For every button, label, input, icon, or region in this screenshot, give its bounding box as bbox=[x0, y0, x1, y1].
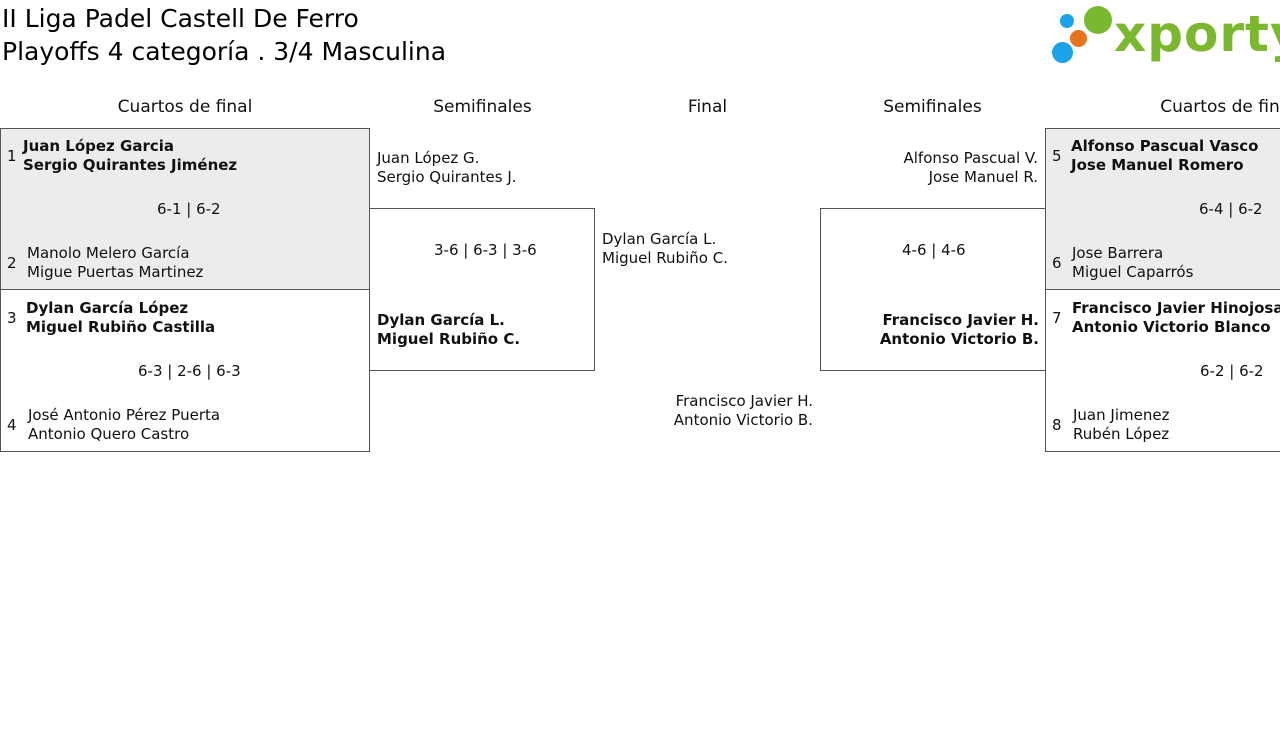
qf-match-1[interactable]: 1 Juan López Garcia Sergio Quirantes Jim… bbox=[0, 128, 370, 290]
match-score: 6-3 | 2-6 | 6-3 bbox=[138, 362, 241, 380]
player-name: Jose Barrera bbox=[1072, 244, 1164, 262]
final-team-2[interactable]: Francisco Javier H. Antonio Victorio B. bbox=[600, 392, 813, 430]
player-name: Sergio Quirantes J. bbox=[377, 168, 517, 186]
title-line-2: Playoffs 4 categoría . 3/4 Masculina bbox=[2, 37, 447, 66]
page-title: II Liga Padel Castell De Ferro Playoffs … bbox=[2, 2, 446, 68]
match-score: 6-2 | 6-2 bbox=[1200, 362, 1264, 380]
seed-number: 5 bbox=[1052, 147, 1062, 165]
sf-match-left[interactable]: 3-6 | 6-3 | 3-6 Dylan García L. Miguel R… bbox=[369, 208, 595, 371]
round-header-sf-left: Semifinales bbox=[433, 97, 532, 117]
team-winner[interactable]: Dylan García López Miguel Rubiño Castill… bbox=[26, 299, 215, 337]
player-name: Dylan García L. bbox=[377, 311, 505, 329]
xporty-logo[interactable]: xporty bbox=[1050, 4, 1280, 68]
player-name: Antonio Quero Castro bbox=[28, 425, 190, 443]
qf-match-4[interactable]: 7 Francisco Javier Hinojosas M Antonio V… bbox=[1045, 289, 1280, 452]
player-name: Antonio Victorio B. bbox=[879, 330, 1039, 348]
player-name: Dylan García López bbox=[26, 299, 189, 317]
player-name: Migue Puertas Martinez bbox=[27, 263, 204, 281]
sf-right-team-top[interactable]: Alfonso Pascual V. Jose Manuel R. bbox=[830, 149, 1038, 187]
match-score: 6-1 | 6-2 bbox=[157, 200, 221, 218]
player-name: Francisco Javier H. bbox=[882, 311, 1039, 329]
player-name: Francisco Javier Hinojosas M bbox=[1072, 299, 1280, 317]
qf-match-3[interactable]: 5 Alfonso Pascual Vasco Jose Manuel Rome… bbox=[1045, 128, 1280, 290]
player-name: Miguel Caparrós bbox=[1072, 263, 1194, 281]
seed-number: 7 bbox=[1052, 309, 1062, 327]
round-header-qf-right: Cuartos de fin bbox=[1160, 97, 1280, 117]
logo-dot-blue-bottom bbox=[1052, 42, 1073, 63]
team-winner[interactable]: Dylan García L. Miguel Rubiño C. bbox=[377, 311, 520, 349]
team-loser[interactable]: Jose Barrera Miguel Caparrós bbox=[1072, 244, 1193, 282]
player-name: Jose Manuel Romero bbox=[1071, 156, 1244, 174]
seed-number: 6 bbox=[1052, 254, 1062, 272]
match-score: 3-6 | 6-3 | 3-6 bbox=[434, 241, 537, 259]
title-line-1: II Liga Padel Castell De Ferro bbox=[2, 4, 359, 33]
seed-number: 2 bbox=[7, 254, 17, 272]
seed-number: 8 bbox=[1052, 416, 1062, 434]
seed-number: 3 bbox=[7, 309, 17, 327]
player-name: José Antonio Pérez Puerta bbox=[28, 406, 221, 424]
player-name: Dylan García L. bbox=[602, 230, 717, 248]
logo-wordmark: xporty bbox=[1114, 5, 1280, 63]
sf-left-team-top[interactable]: Juan López G. Sergio Quirantes J. bbox=[377, 149, 517, 187]
player-name: Alfonso Pascual Vasco bbox=[1071, 137, 1259, 155]
team-loser[interactable]: Manolo Melero García Migue Puertas Marti… bbox=[27, 244, 203, 282]
final-team-1[interactable]: Dylan García L. Miguel Rubiño C. bbox=[602, 230, 728, 268]
qf-match-2[interactable]: 3 Dylan García López Miguel Rubiño Casti… bbox=[0, 289, 370, 452]
logo-dot-blue-top bbox=[1060, 14, 1074, 28]
player-name: Miguel Rubiño Castilla bbox=[26, 318, 216, 336]
player-name: Antonio Victorio B. bbox=[673, 411, 813, 429]
player-name: Manolo Melero García bbox=[27, 244, 190, 262]
player-name: Juan Jimenez bbox=[1073, 406, 1170, 424]
team-winner[interactable]: Alfonso Pascual Vasco Jose Manuel Romero bbox=[1071, 137, 1258, 175]
player-name: Jose Manuel R. bbox=[928, 168, 1038, 186]
sf-match-right[interactable]: 4-6 | 4-6 Francisco Javier H. Antonio Vi… bbox=[820, 208, 1046, 371]
player-name: Juan López Garcia bbox=[23, 137, 174, 155]
team-winner[interactable]: Francisco Javier Hinojosas M Antonio Vic… bbox=[1072, 299, 1280, 337]
seed-number: 1 bbox=[7, 147, 17, 165]
seed-number: 4 bbox=[7, 416, 17, 434]
player-name: Rubén López bbox=[1073, 425, 1170, 443]
player-name: Juan López G. bbox=[377, 149, 480, 167]
player-name: Sergio Quirantes Jiménez bbox=[23, 156, 238, 174]
round-header-sf-right: Semifinales bbox=[883, 97, 982, 117]
player-name: Antonio Victorio Blanco bbox=[1072, 318, 1271, 336]
logo-dot-green bbox=[1084, 6, 1112, 34]
team-loser[interactable]: José Antonio Pérez Puerta Antonio Quero … bbox=[28, 406, 220, 444]
round-header-final: Final bbox=[687, 97, 728, 117]
player-name: Francisco Javier H. bbox=[675, 392, 813, 410]
logo-dot-orange bbox=[1070, 30, 1087, 47]
team-winner[interactable]: Francisco Javier H. Antonio Victorio B. bbox=[829, 311, 1039, 349]
player-name: Miguel Rubiño C. bbox=[377, 330, 521, 348]
team-winner[interactable]: Juan López Garcia Sergio Quirantes Jimén… bbox=[23, 137, 237, 175]
player-name: Miguel Rubiño C. bbox=[602, 249, 728, 267]
team-loser[interactable]: Juan Jimenez Rubén López bbox=[1073, 406, 1169, 444]
match-score: 4-6 | 4-6 bbox=[902, 241, 966, 259]
match-score: 6-4 | 6-2 bbox=[1199, 200, 1263, 218]
player-name: Alfonso Pascual V. bbox=[903, 149, 1038, 167]
round-header-qf-left: Cuartos de final bbox=[117, 97, 253, 117]
